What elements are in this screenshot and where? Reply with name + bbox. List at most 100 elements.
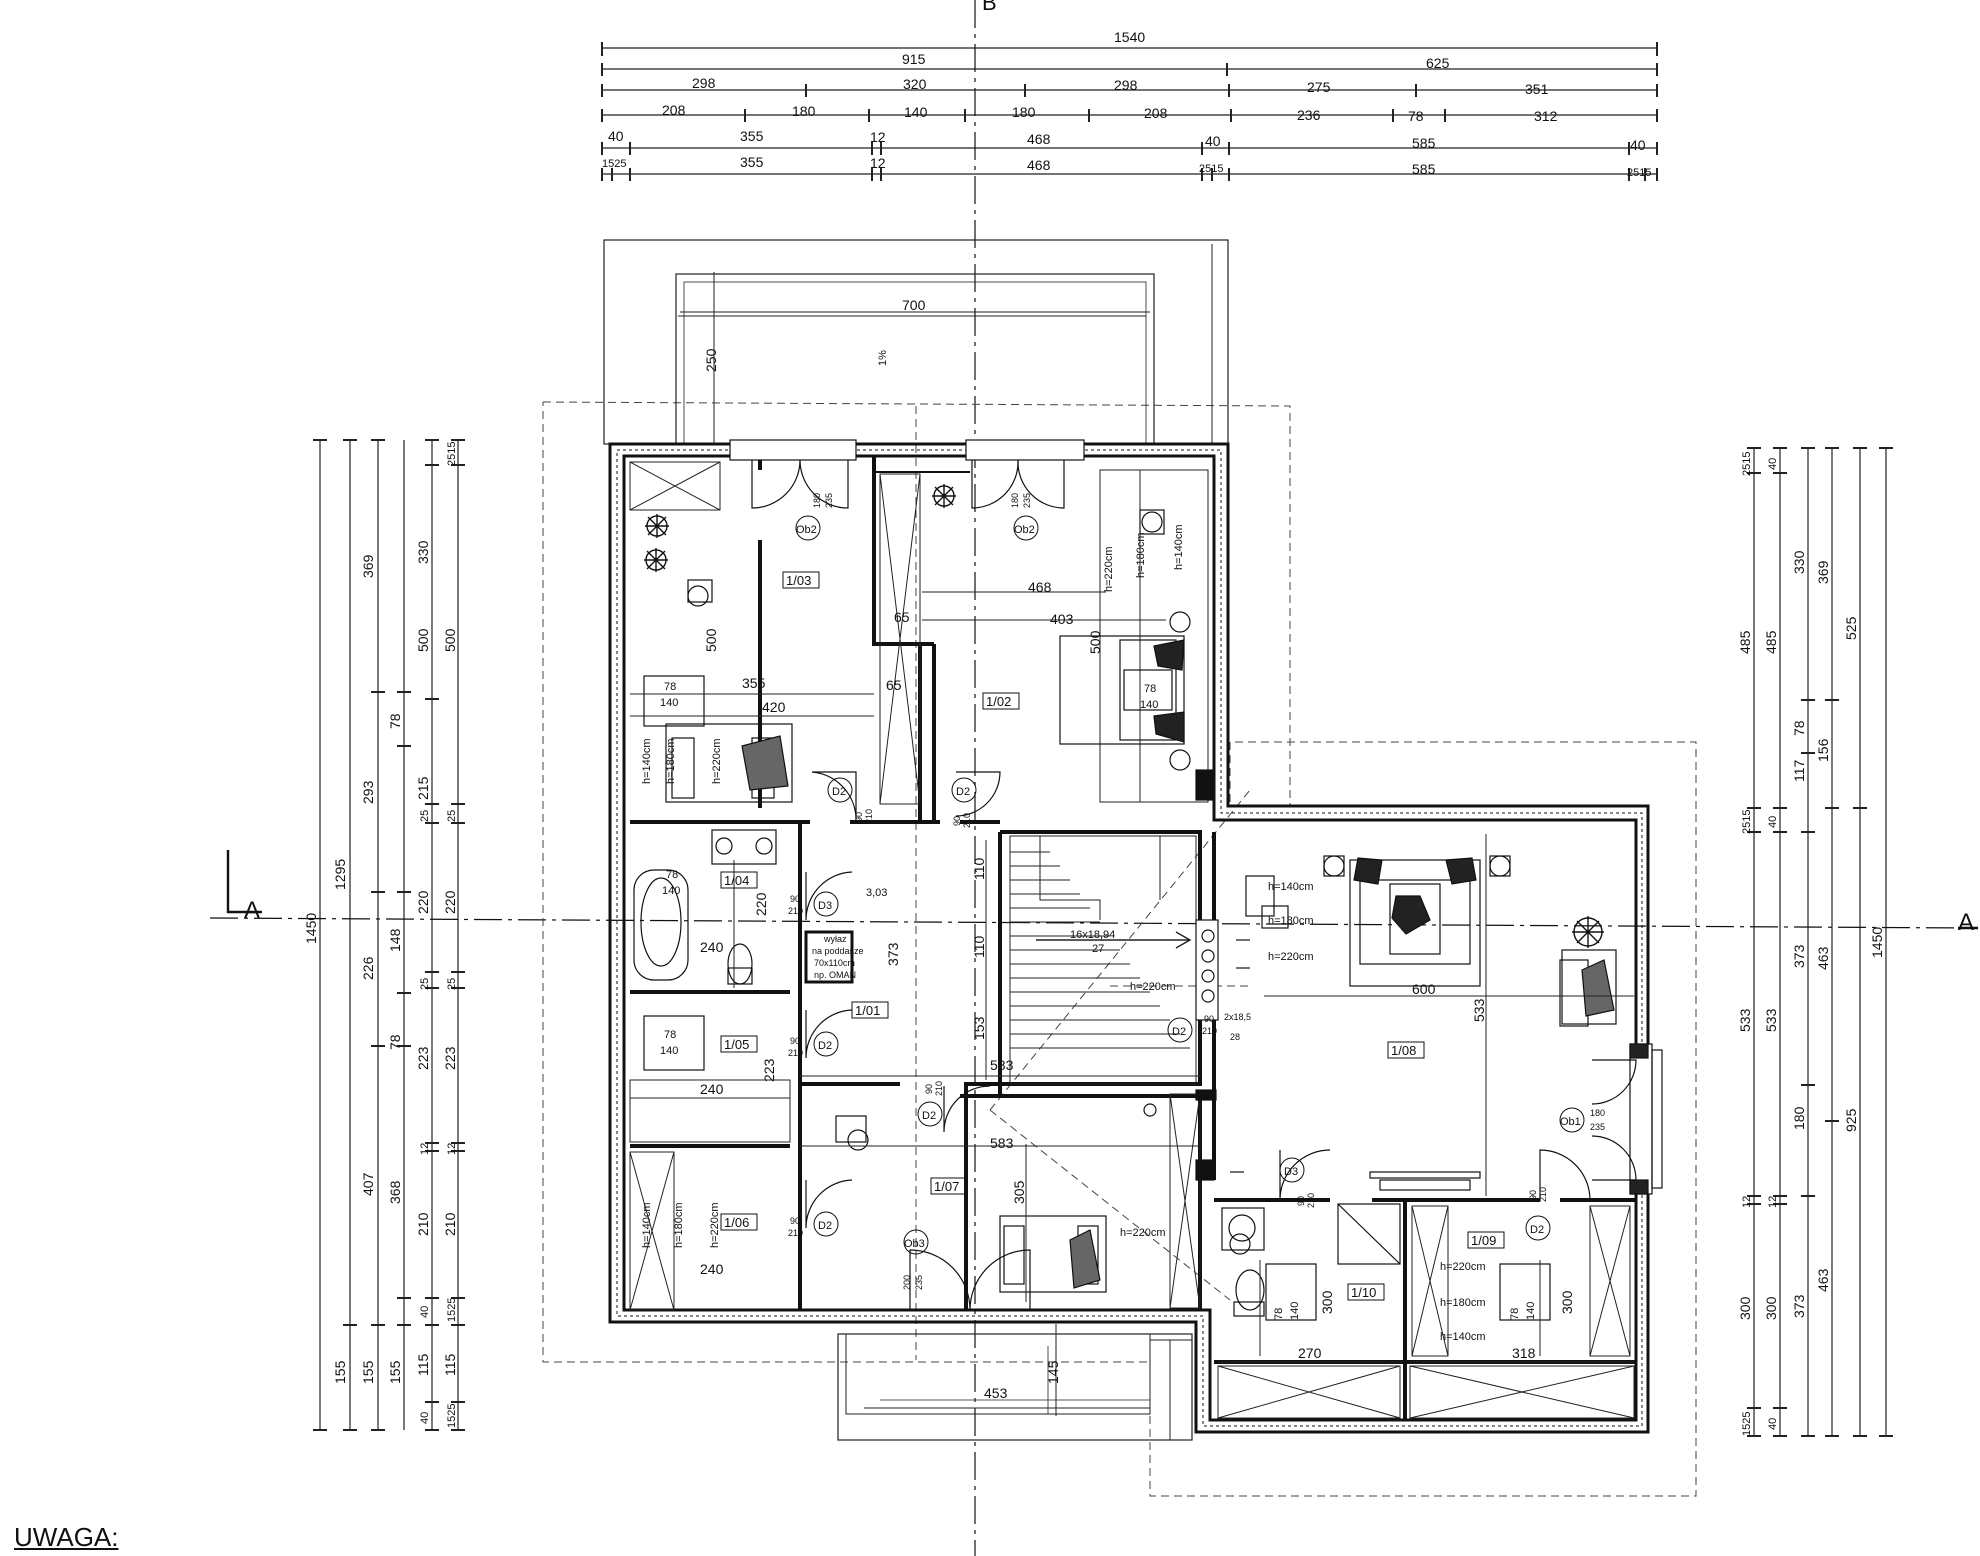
window-tag: Ob2 bbox=[796, 524, 817, 536]
room-tag-104: 1/04 bbox=[720, 871, 758, 889]
dim-label: 355 bbox=[740, 128, 764, 144]
height-label: h=140cm bbox=[641, 738, 653, 784]
svg-text:1/06: 1/06 bbox=[724, 1215, 749, 1230]
dim-label: 250 bbox=[703, 348, 719, 372]
dim-label: 40 bbox=[1767, 1418, 1779, 1430]
dim-label: 78 bbox=[1791, 720, 1807, 736]
svg-text:235: 235 bbox=[914, 1275, 924, 1290]
svg-text:2x18,5: 2x18,5 bbox=[1224, 1012, 1251, 1022]
dim-label: 1525 bbox=[446, 1404, 458, 1428]
dim-label: 355 bbox=[742, 675, 766, 691]
svg-text:1/01: 1/01 bbox=[855, 1003, 880, 1018]
bed-size-l: 140 bbox=[660, 1045, 678, 1057]
dim-label: 468 bbox=[1027, 157, 1051, 173]
svg-text:1/05: 1/05 bbox=[724, 1037, 749, 1052]
height-label: h=140cm bbox=[1268, 881, 1314, 893]
dim-label: 585 bbox=[1412, 161, 1436, 177]
room-tag-105: 1/05 bbox=[720, 1035, 758, 1053]
dim-label: 215 bbox=[415, 776, 431, 800]
section-a-right-label: A bbox=[1958, 909, 1974, 936]
bed-size-l: 140 bbox=[660, 697, 678, 709]
dim-label: 318 bbox=[1512, 1345, 1536, 1361]
svg-text:90: 90 bbox=[1296, 1196, 1306, 1206]
svg-text:1/02: 1/02 bbox=[986, 694, 1011, 709]
dim-label: 468 bbox=[1027, 131, 1051, 147]
balcony-bottom bbox=[837, 1333, 1193, 1441]
top-dimension-labels: 1540 915 625 298 320 298 275 351 208 180… bbox=[602, 29, 1651, 179]
dim-label: 65 bbox=[886, 677, 902, 693]
svg-text:1/08: 1/08 bbox=[1391, 1043, 1416, 1058]
dim-label: 12 bbox=[870, 155, 886, 171]
svg-text:180: 180 bbox=[812, 493, 822, 508]
dim-label: 12 bbox=[1741, 1196, 1753, 1208]
door-tag: D3 bbox=[1284, 1166, 1298, 1178]
dim-label: 145 bbox=[1045, 1360, 1061, 1384]
dim-label: 500 bbox=[415, 628, 431, 652]
dim-label: 148 bbox=[387, 928, 403, 952]
height-label: h=140cm bbox=[1173, 524, 1185, 570]
dim-label: 115 bbox=[415, 1353, 431, 1376]
stairs-label-count: 27 bbox=[1092, 943, 1104, 955]
door-tag: D2 bbox=[956, 786, 970, 798]
dim-label: 1450 bbox=[1869, 927, 1885, 958]
dim-label: 533 bbox=[1737, 1008, 1753, 1032]
bed-room-102 bbox=[1059, 611, 1191, 771]
dim-label: 585 bbox=[1412, 135, 1436, 151]
dim-label: 320 bbox=[903, 76, 927, 92]
dim-label: 300 bbox=[1559, 1290, 1575, 1314]
svg-text:235: 235 bbox=[824, 493, 834, 508]
dim-label: 40 bbox=[419, 1412, 431, 1424]
dim-label: 226 bbox=[360, 956, 376, 980]
dim-label: 270 bbox=[1298, 1345, 1322, 1361]
bed-size-w: 78 bbox=[1509, 1308, 1521, 1320]
height-label: h=180cm bbox=[1135, 532, 1147, 578]
dim-label: 40 bbox=[608, 128, 624, 144]
dim-label: 625 bbox=[1426, 55, 1450, 71]
svg-text:90: 90 bbox=[790, 1036, 800, 1046]
svg-text:90: 90 bbox=[952, 816, 962, 826]
interior-dimension-labels: 700 250 1% 468 403 500 500 65 65 355 420… bbox=[700, 297, 1575, 1401]
hatch-line-1: wyłaz bbox=[823, 934, 847, 944]
svg-text:1/07: 1/07 bbox=[934, 1179, 959, 1194]
dim-label: 223 bbox=[761, 1058, 777, 1082]
bed-size-w: 78 bbox=[664, 1029, 676, 1041]
height-label: h=180cm bbox=[673, 1202, 685, 1248]
dim-label: 25 bbox=[446, 810, 458, 822]
section-b-label: B bbox=[982, 0, 997, 15]
height-label: h=180cm bbox=[1268, 915, 1314, 927]
dim-label: 3,03 bbox=[866, 887, 887, 899]
dim-label: 305 bbox=[1011, 1180, 1027, 1204]
height-label: h=220cm bbox=[1120, 1227, 1166, 1239]
dim-label: 583 bbox=[990, 1057, 1014, 1073]
svg-text:1/09: 1/09 bbox=[1471, 1233, 1496, 1248]
dim-label: 500 bbox=[703, 628, 719, 652]
dim-label: 240 bbox=[700, 1261, 724, 1277]
height-label: h=180cm bbox=[1440, 1297, 1486, 1309]
bed-size-l: 140 bbox=[1525, 1302, 1537, 1320]
hatch-line-4: np. OMAN bbox=[814, 970, 856, 980]
dim-label: 2515 bbox=[1199, 163, 1223, 175]
dim-label: 240 bbox=[700, 939, 724, 955]
dim-label: 403 bbox=[1050, 611, 1074, 627]
room-tag-109: 1/09 bbox=[1467, 1231, 1505, 1249]
door-tag: D2 bbox=[1172, 1026, 1186, 1038]
height-label: h=180cm bbox=[665, 738, 677, 784]
room-tag-102: 1/02 bbox=[982, 692, 1020, 710]
dim-label: 373 bbox=[885, 942, 901, 966]
dim-label: 369 bbox=[1815, 560, 1831, 584]
dim-label: 373 bbox=[1791, 1294, 1807, 1318]
dim-label: 485 bbox=[1763, 630, 1779, 654]
dim-label: 180 bbox=[1791, 1106, 1807, 1130]
dim-label: 453 bbox=[984, 1385, 1008, 1401]
height-label: h=220cm bbox=[1440, 1261, 1486, 1273]
dim-label: 2515 bbox=[446, 442, 458, 466]
dim-label: 25 bbox=[419, 978, 431, 990]
bed-size-w: 78 bbox=[664, 681, 676, 693]
dim-label: 420 bbox=[762, 699, 786, 715]
room-tag-108: 1/08 bbox=[1387, 1041, 1425, 1059]
furniture bbox=[633, 484, 1617, 1321]
dim-label: 300 bbox=[1763, 1296, 1779, 1320]
dim-label: 1295 bbox=[332, 859, 348, 890]
svg-text:1/03: 1/03 bbox=[786, 573, 811, 588]
